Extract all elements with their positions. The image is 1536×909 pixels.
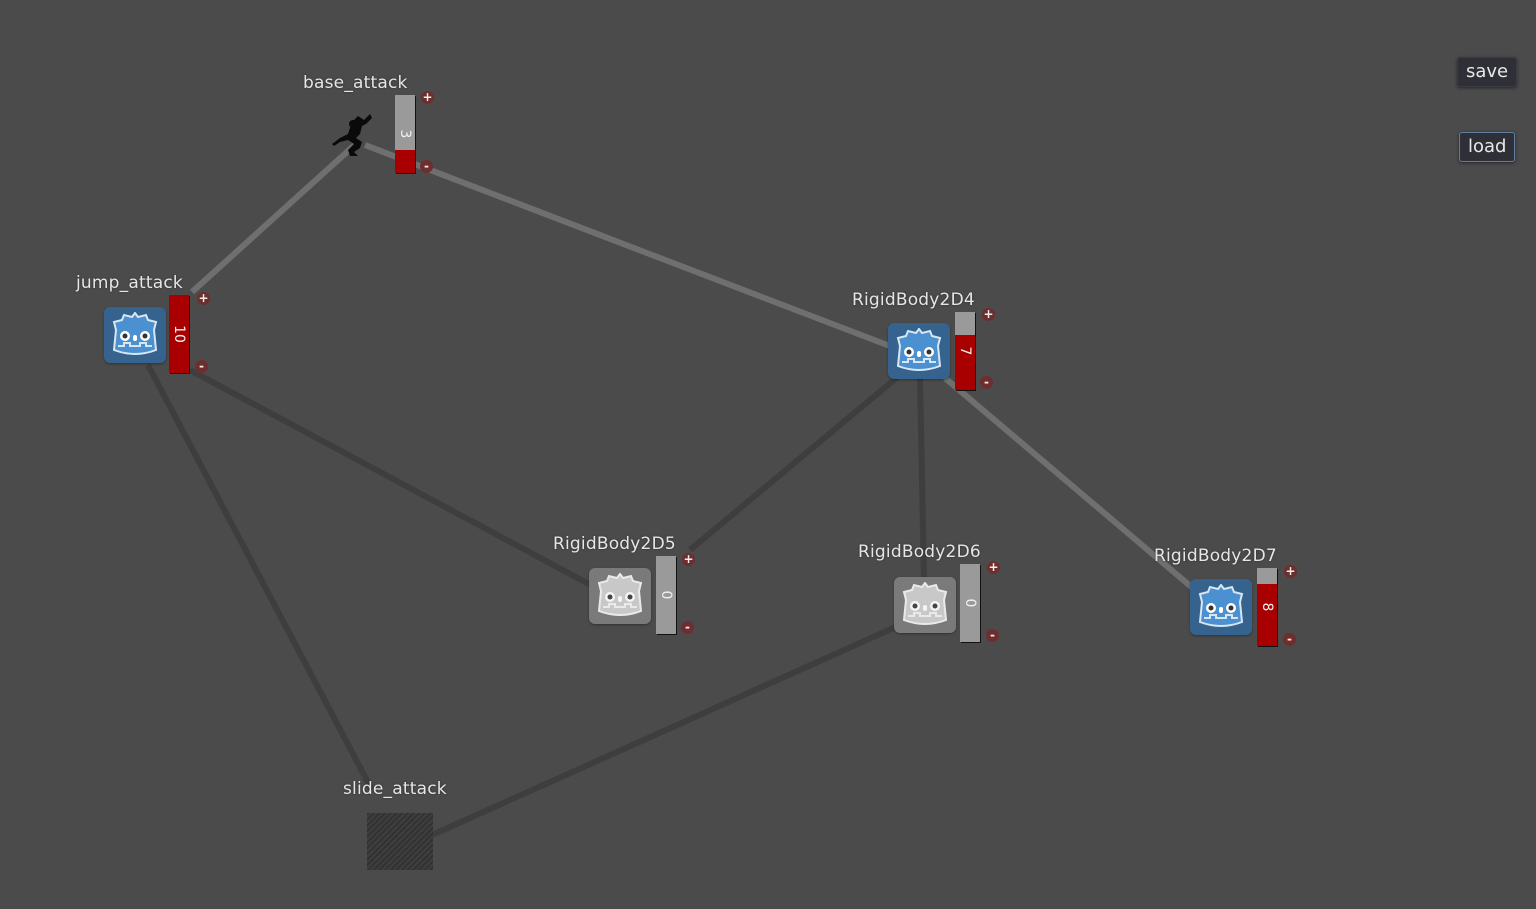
character-silhouette-icon [332, 112, 376, 160]
decrease-button[interactable]: - [1283, 633, 1296, 646]
link-rb4-rb5 [688, 372, 902, 553]
link-rb4-rb6 [917, 377, 927, 581]
level-bar: 7 [955, 312, 975, 390]
increase-button[interactable]: + [1284, 564, 1297, 578]
increase-button[interactable]: + [982, 307, 995, 321]
node-label: RigidBody2D6 [858, 542, 981, 562]
increase-button[interactable]: + [421, 90, 434, 104]
link-rb4-rb7 [943, 375, 1197, 593]
link-base-jump [189, 139, 361, 295]
decrease-button[interactable]: - [986, 629, 999, 642]
decrease-button[interactable]: - [195, 360, 208, 373]
link-jump-slide [145, 363, 375, 792]
link-base-rb4 [363, 142, 897, 351]
godot-robot-icon [888, 323, 950, 379]
godot-robot-icon [104, 307, 166, 363]
load-button[interactable]: load [1459, 132, 1516, 162]
hatched-texture-icon [367, 813, 433, 870]
increase-button[interactable]: + [987, 560, 1000, 574]
level-bar: 3 [395, 95, 415, 173]
decrease-button[interactable]: - [980, 376, 993, 389]
node-label: base_attack [303, 73, 408, 93]
level-bar: 0 [656, 556, 676, 634]
node-label: jump_attack [76, 273, 183, 293]
level-value: 7 [957, 346, 973, 356]
godot-robot-icon [1190, 579, 1252, 635]
link-rb6-slide [430, 622, 902, 838]
level-bar: 0 [960, 564, 980, 642]
node-label: slide_attack [343, 779, 447, 799]
node-label: RigidBody2D7 [1154, 546, 1277, 566]
godot-robot-icon [589, 568, 651, 624]
level-value: 3 [397, 129, 413, 139]
level-value: 0 [658, 590, 674, 600]
increase-button[interactable]: + [197, 291, 210, 305]
increase-button[interactable]: + [682, 552, 695, 566]
level-bar: 10 [169, 295, 189, 373]
decrease-button[interactable]: - [420, 160, 433, 173]
level-value: 0 [962, 598, 978, 608]
node-label: RigidBody2D5 [553, 534, 676, 554]
node-label: RigidBody2D4 [852, 290, 975, 310]
level-value: 8 [1259, 602, 1275, 612]
save-button[interactable]: save [1457, 57, 1518, 87]
decrease-button[interactable]: - [681, 621, 694, 634]
level-value: 10 [171, 325, 187, 343]
level-bar: 8 [1257, 568, 1277, 646]
link-jump-rb5 [188, 367, 602, 593]
godot-robot-icon [894, 577, 956, 633]
